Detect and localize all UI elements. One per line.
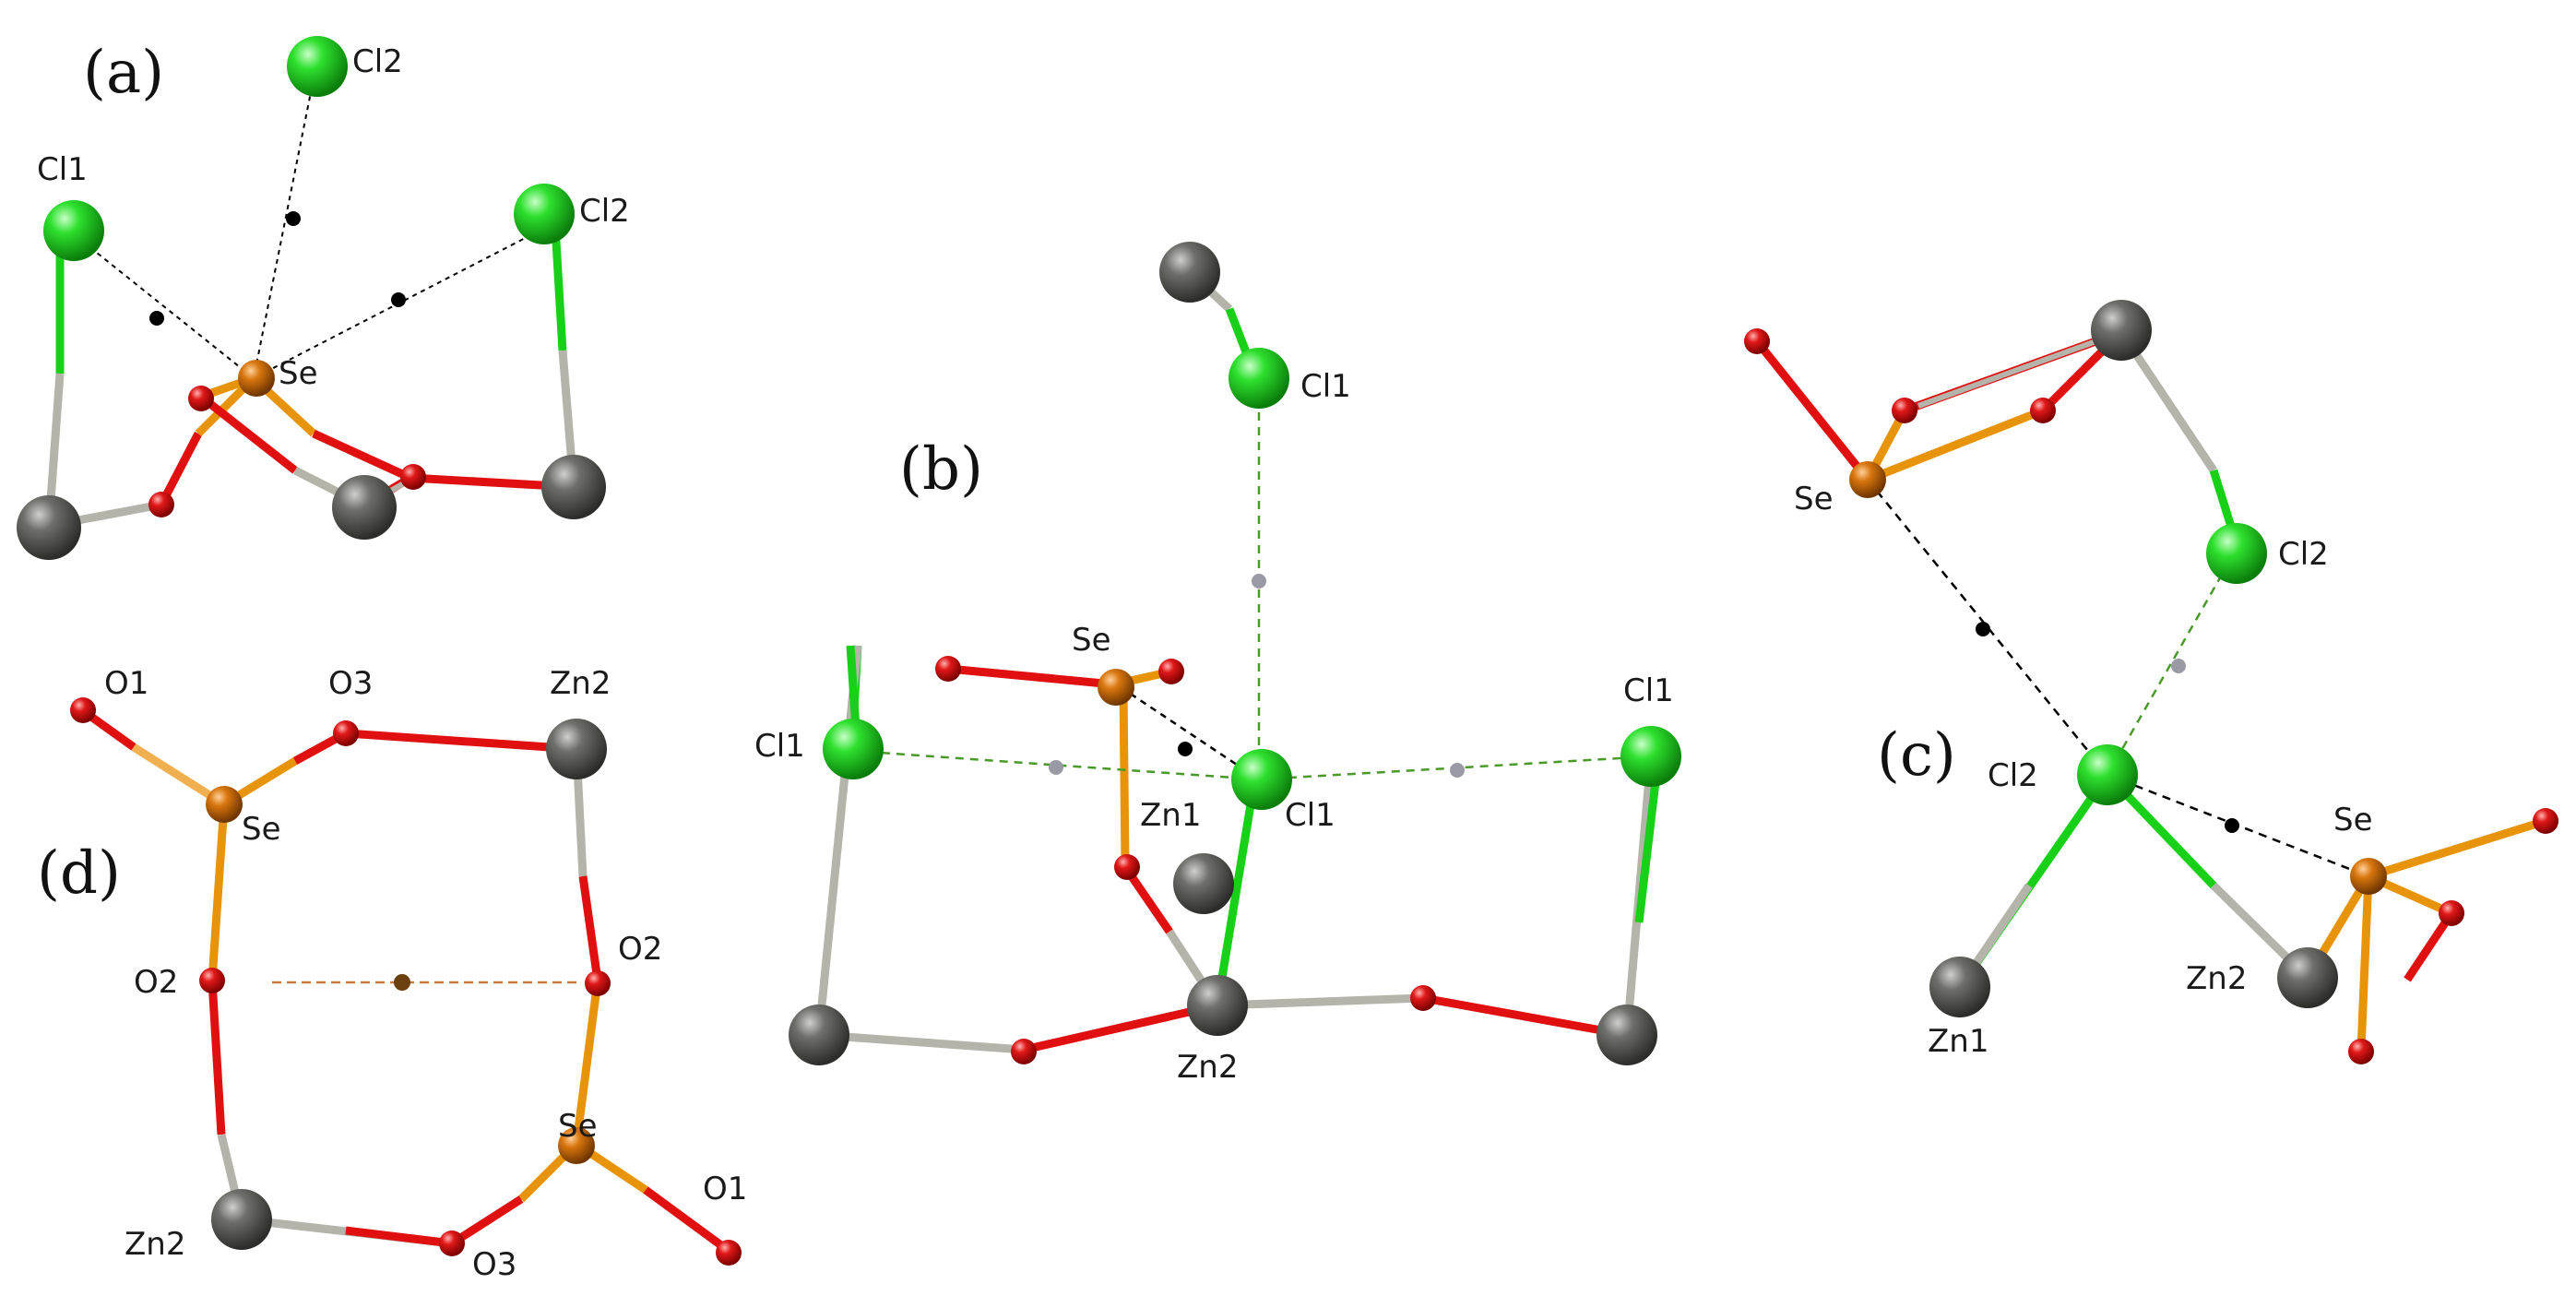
panel-b: (b) Cl1 Se Cl1 Cl1 Zn1 Cl1 Zn2 [754,242,1681,1086]
o-atom [439,1231,465,1256]
panel-label-b: (b) [899,435,983,504]
atom-label: Cl2 [579,193,630,230]
o-atom [1114,854,1140,880]
atom-label: Zn1 [1140,797,1201,834]
zn-atom [211,1189,272,1250]
cl-atom [2077,744,2138,805]
se-atom [2350,858,2387,895]
cl-atom [1231,749,1292,810]
panel-d: O1 O3 Zn2 Se (d) O2 O2 Se O1 Zn2 O3 [37,665,747,1283]
o-atom [1744,328,1770,354]
se-atom [238,360,275,397]
zn-atom [2091,300,2152,361]
panel-d-contact-midpoint [394,974,410,991]
cl-atom [1620,726,1681,787]
atom-label: Se [2333,802,2373,838]
atom-label: Cl2 [352,43,403,80]
atom-label: Zn2 [550,665,611,702]
atom-label: O1 [104,665,148,702]
se-atom [1098,669,1134,706]
panel-d-labels: O1 O3 Zn2 Se (d) O2 O2 Se O1 Zn2 O3 [37,665,747,1283]
o-atom [935,656,961,682]
panel-a-contacts [82,68,540,379]
se-atom [1849,461,1886,498]
atom-label: Cl1 [754,728,805,765]
zn-atom [332,475,397,540]
o-atom [1892,398,1917,423]
panel-label-d: (d) [37,839,121,908]
panel-c: Se Cl2 (c) Cl2 Se Zn2 Zn1 [1744,300,2558,1064]
atom-label: Zn2 [125,1226,185,1263]
o-atom [333,720,359,746]
atom-label: Zn2 [2186,960,2247,997]
o-atom [585,970,611,996]
panel-b-contact-midpoints [1049,574,1465,778]
atom-label: Cl1 [1285,797,1335,834]
o-atom [2439,900,2464,926]
cl-atom [43,200,104,261]
atom-label: Se [242,811,281,848]
atom-label: Cl1 [1623,672,1674,709]
zn-atom [1929,957,1990,1017]
zn-atom [789,1005,849,1065]
atom-label: O3 [328,665,373,702]
cl-atom [514,184,575,244]
cl-atom [1229,348,1289,409]
o-atom [2533,808,2558,834]
o-atom [1011,1039,1037,1064]
zn-atom [17,495,81,560]
panel-a-labels: (a) Cl2 Cl1 Cl2 Se [37,39,630,392]
atom-label: Cl2 [2278,536,2329,573]
zn-atom [2277,947,2338,1008]
atom-label: Se [1794,481,1834,517]
se-atom [558,1127,595,1164]
atom-label: Se [1072,622,1111,659]
o-atom [199,968,225,993]
atom-label: Se [279,355,318,392]
o-atom [188,386,214,411]
panel-b-se-contact [1120,685,1260,781]
o-atom [148,492,174,517]
atom-label: O1 [703,1171,747,1207]
panel-c-atoms [1744,300,2558,1064]
zn-atom [1597,1005,1657,1065]
zn-atom [1159,242,1220,303]
atom-label: Se [558,1108,598,1145]
o-atom [1410,985,1436,1011]
panel-b-labels: (b) Cl1 Se Cl1 Cl1 Zn1 Cl1 Zn2 [754,368,1674,1086]
o-atom [1158,659,1184,684]
panel-a-contact-midpoints [149,211,406,326]
atom-label: Zn2 [1177,1049,1238,1086]
o-atom [70,697,96,723]
cl-atom [2206,523,2267,584]
o-atom [2348,1039,2374,1064]
panel-a: (a) Cl2 Cl1 Cl2 Se [17,36,630,560]
panel-label-c: (c) [1877,721,1956,790]
zn-atom [1173,853,1234,914]
cl-atom [287,36,348,97]
atom-label: Cl2 [1988,757,2038,794]
atom-label: O2 [618,931,662,968]
atom-label: Cl1 [37,151,88,188]
panel-a-atoms [17,36,606,560]
o-atom [400,464,426,490]
cl-atom [823,719,884,779]
atom-label: O3 [472,1246,516,1283]
zn-atom [541,455,606,519]
zn-atom [546,719,607,779]
atom-label: Cl1 [1300,368,1351,405]
atom-label: Zn1 [1928,1023,1988,1060]
panel-b-atoms [789,242,1681,1065]
panel-c-labels: Se Cl2 (c) Cl2 Se Zn2 Zn1 [1794,481,2373,1060]
atom-label: O2 [134,964,178,1001]
panel-c-bonds [1753,327,2547,1051]
o-atom [716,1240,742,1266]
zn-atom [1187,975,1248,1036]
o-atom [2030,398,2056,423]
se-atom [206,786,243,823]
panel-d-atoms [70,697,742,1266]
panel-label-a: (a) [83,39,164,107]
panel-c-contact-midpoints [1976,622,2239,833]
